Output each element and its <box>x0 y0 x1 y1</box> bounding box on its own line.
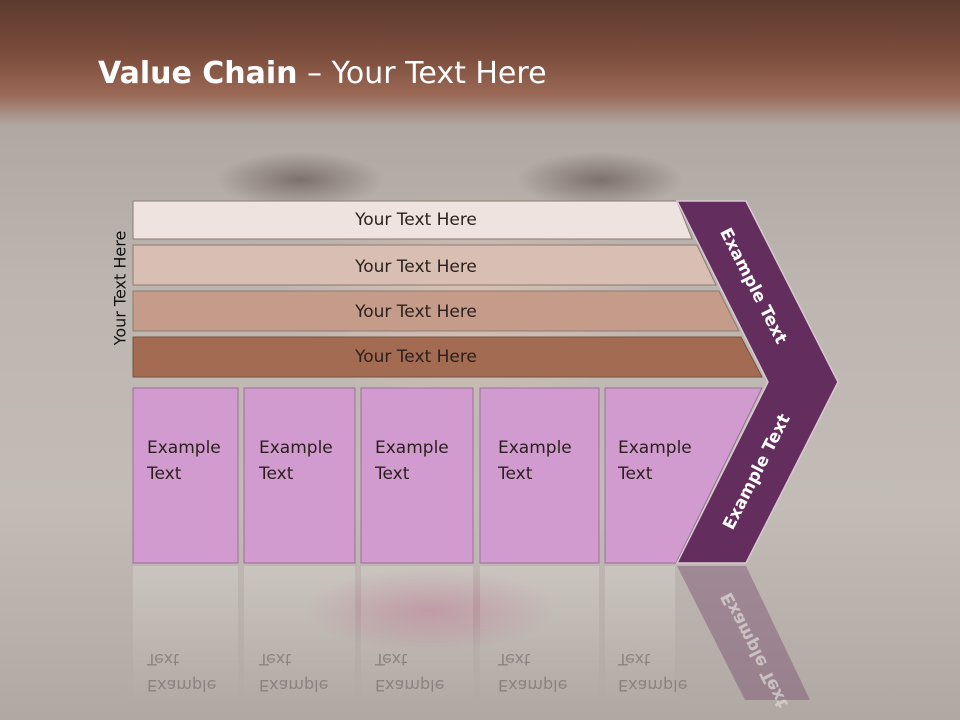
box-1[interactable] <box>132 387 239 564</box>
reflection-group: Example Text Example Text Example Text E… <box>133 566 810 711</box>
reflection-box-3-text: Example Text <box>374 650 450 695</box>
reflection-box-2-text: Example Text <box>258 650 334 695</box>
reflection-box-5-text: Example Text <box>617 650 693 695</box>
box-5-line1: Example <box>618 438 692 458</box>
header-bar <box>0 0 960 125</box>
row-4-shape[interactable] <box>132 336 763 378</box>
reflection-box-4-text: Example Text <box>497 650 573 695</box>
row-2-shape[interactable] <box>132 244 717 286</box>
reflection-box-1 <box>133 566 238 706</box>
box-5-text: Example Text <box>617 438 697 484</box>
box-2[interactable] <box>243 387 356 564</box>
rows-group: Your Text Here Your Text Here Your Text … <box>132 200 763 378</box>
reflection-box-1-text: Example Text <box>146 650 222 695</box>
row-3-label: Your Text Here <box>354 302 477 322</box>
box-4[interactable] <box>479 387 600 564</box>
box-1-text: Example Text <box>146 438 226 484</box>
reflection-box-5 <box>605 566 675 706</box>
box-1-line1: Example <box>147 438 221 458</box>
reflection-box-2 <box>244 566 355 706</box>
row-2-label: Your Text Here <box>354 257 477 277</box>
row-1-label: Your Text Here <box>354 210 477 230</box>
box-4-line1: Example <box>498 438 572 458</box>
reflection-chevron <box>677 566 810 700</box>
boxes-group: Example Text Example Text Example Text E… <box>132 387 763 564</box>
reflection-box-3 <box>361 566 473 706</box>
box-5-line2: Text <box>617 464 653 484</box>
title-bold: Value Chain <box>98 56 298 91</box>
box-2-line2: Text <box>258 464 294 484</box>
row-3-shape[interactable] <box>132 290 740 332</box>
side-label[interactable]: Your Text Here <box>111 231 130 347</box>
chevron-shape[interactable] <box>675 200 839 564</box>
row-4-label: Your Text Here <box>354 347 477 367</box>
box-4-line2: Text <box>497 464 533 484</box>
box-1-line2: Text <box>146 464 182 484</box>
box-3-line2: Text <box>374 464 410 484</box>
box-2-line1: Example <box>259 438 333 458</box>
box-3[interactable] <box>360 387 474 564</box>
box-5[interactable] <box>604 387 763 564</box>
box-3-text: Example Text <box>374 438 454 484</box>
box-3-line1: Example <box>375 438 449 458</box>
row-1-shape[interactable] <box>132 200 693 240</box>
box-4-text: Example Text <box>497 438 577 484</box>
title-rest: – Your Text Here <box>297 56 547 91</box>
slide-title[interactable]: Value Chain – Your Text Here <box>98 56 547 91</box>
reflection-box-4 <box>480 566 599 706</box>
box-2-text: Example Text <box>258 438 338 484</box>
